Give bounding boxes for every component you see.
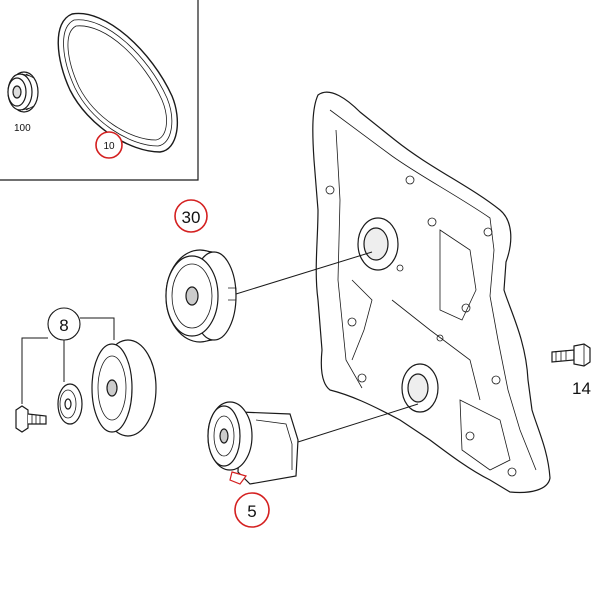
pulley-30[interactable]	[165, 249, 237, 343]
idler-pulley-8[interactable]	[91, 339, 157, 437]
callout-8[interactable]: 8	[47, 307, 81, 341]
washer-8[interactable]	[57, 383, 83, 425]
label-5: 5	[247, 502, 256, 521]
label-14: 14	[572, 379, 591, 398]
label-10: 10	[103, 141, 115, 152]
callout-30[interactable]: 30	[174, 199, 208, 233]
small-idler-pulley-100[interactable]	[7, 71, 39, 113]
callout-10[interactable]: 10	[95, 131, 123, 159]
leader-30	[235, 251, 373, 295]
leader-5	[297, 403, 419, 443]
bolt-14[interactable]	[551, 343, 591, 367]
belt-inset-box	[0, 0, 199, 181]
drive-belt-10[interactable]	[57, 12, 179, 153]
belt-tensioner-5[interactable]	[207, 401, 299, 485]
callout-5[interactable]: 5	[234, 492, 270, 528]
bolt-8[interactable]	[15, 405, 47, 433]
label-8: 8	[59, 316, 68, 335]
label-100: 100	[14, 123, 31, 134]
timing-cover-casting	[312, 91, 551, 494]
leader-8	[21, 317, 115, 404]
label-30: 30	[182, 208, 201, 227]
